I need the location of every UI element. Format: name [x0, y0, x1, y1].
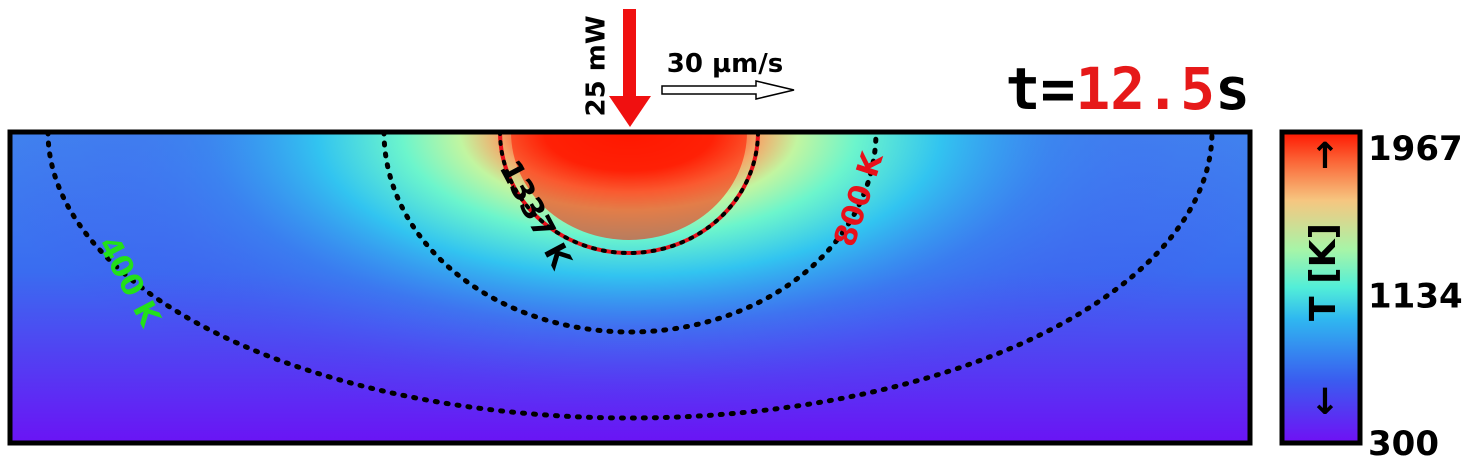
- time-unit: s: [1215, 55, 1250, 123]
- time-label: t=12.5s: [1006, 55, 1250, 123]
- scan-direction-arrow: [661, 80, 795, 100]
- colorbar-tick-labels: 1967 1134 300: [1368, 129, 1463, 464]
- plot-frame: [7, 129, 1253, 446]
- time-prefix: t=: [1006, 55, 1076, 123]
- laser-arrow: [609, 9, 651, 127]
- colorbar-tick-label: 300: [1368, 424, 1439, 464]
- colorbar-gradient: [1282, 132, 1360, 443]
- colorbar-tick-label: 1134: [1368, 276, 1463, 316]
- scan-speed-label: 30 µm/s: [667, 49, 783, 79]
- melt-pool-core: [511, 132, 747, 240]
- laser-power-label: 25 mW: [582, 15, 612, 116]
- colorbar-up-arrow: ↑: [1310, 136, 1340, 177]
- contour-400k: [45, 132, 1215, 421]
- heatmap-field: [10, 132, 1250, 443]
- colorbar-down-arrow: ↓: [1310, 382, 1340, 423]
- time-value: 12.5: [1075, 55, 1215, 123]
- contour-800k: [381, 132, 879, 335]
- contour-1337k-solid: [498, 132, 760, 255]
- colorbar-tick-label: 1967: [1368, 129, 1463, 169]
- colorbar-label: T [K]: [1303, 223, 1344, 321]
- colorbar-frame: [1279, 129, 1363, 446]
